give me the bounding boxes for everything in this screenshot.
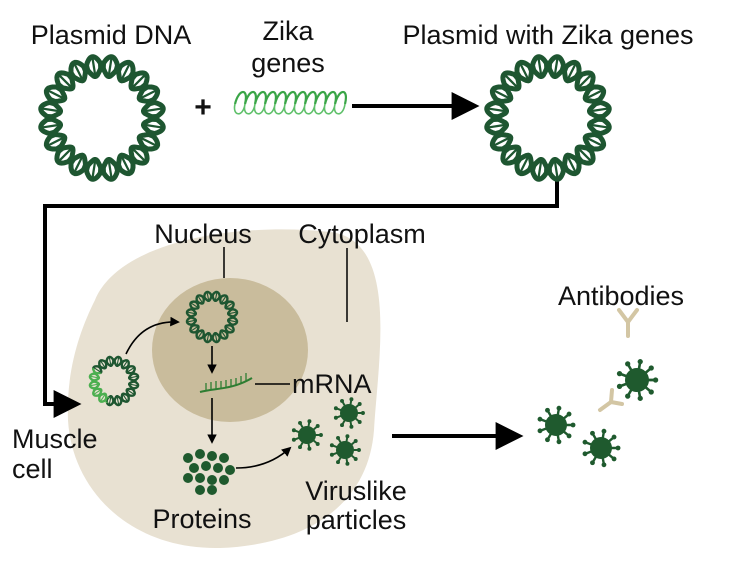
label-antibodies: Antibodies xyxy=(558,281,684,311)
protein-dot xyxy=(195,485,205,495)
virus-particle xyxy=(333,397,365,429)
protein-dot xyxy=(207,485,217,495)
protein-dot xyxy=(219,475,229,485)
protein-dot xyxy=(183,473,193,483)
protein-dot xyxy=(219,453,229,463)
antibody-bottom xyxy=(598,388,624,412)
flow-arrow-plasmid-to-cell xyxy=(43,178,559,418)
label-viruslike-line1: Viruslike xyxy=(305,476,407,506)
plasmid-dna xyxy=(38,54,166,182)
label-cytoplasm: Cytoplasm xyxy=(298,219,426,249)
zika-genes-coil-back xyxy=(233,103,346,115)
label-mrna: mRNA xyxy=(292,369,372,399)
virus-particle xyxy=(616,359,659,401)
nucleus xyxy=(152,278,308,422)
label-plus: + xyxy=(194,91,212,124)
label-zika-line2: genes xyxy=(251,48,325,78)
proteins-cluster xyxy=(183,449,235,495)
label-proteins: Proteins xyxy=(152,504,251,534)
antibody-top xyxy=(617,308,639,338)
virus-particle xyxy=(329,434,361,466)
label-viruslike-line2: particles xyxy=(306,505,407,535)
virus-particle xyxy=(291,419,323,451)
protein-dot xyxy=(201,461,211,471)
label-muscle-line2: cell xyxy=(12,454,53,484)
mrna-strand xyxy=(199,373,253,393)
protein-dot xyxy=(225,465,235,475)
protein-dot xyxy=(189,463,199,473)
protein-dot xyxy=(195,473,205,483)
protein-dot xyxy=(183,453,193,463)
label-plasmid-dna: Plasmid DNA xyxy=(31,20,192,50)
virus-particle xyxy=(582,428,621,468)
label-nucleus: Nucleus xyxy=(154,219,252,249)
plasmid-in-nucleus xyxy=(185,290,239,344)
label-muscle-line1: Muscle xyxy=(12,424,98,454)
plasmid-in-cell xyxy=(88,355,140,407)
arrow-cell-to-nucleus xyxy=(125,316,180,355)
protein-dot xyxy=(195,449,205,459)
protein-dot xyxy=(213,463,223,473)
protein-dot xyxy=(207,475,217,485)
label-zika-line1: Zika xyxy=(262,16,314,46)
arrow-proteins-to-particles xyxy=(235,446,292,469)
protein-dot xyxy=(207,451,217,461)
virus-particles xyxy=(291,359,659,468)
virus-particle xyxy=(537,405,576,445)
label-plasmid-with-zika: Plasmid with Zika genes xyxy=(402,20,693,50)
zika-genes-coil xyxy=(233,90,347,105)
plasmid-with-zika-genes xyxy=(484,54,612,182)
